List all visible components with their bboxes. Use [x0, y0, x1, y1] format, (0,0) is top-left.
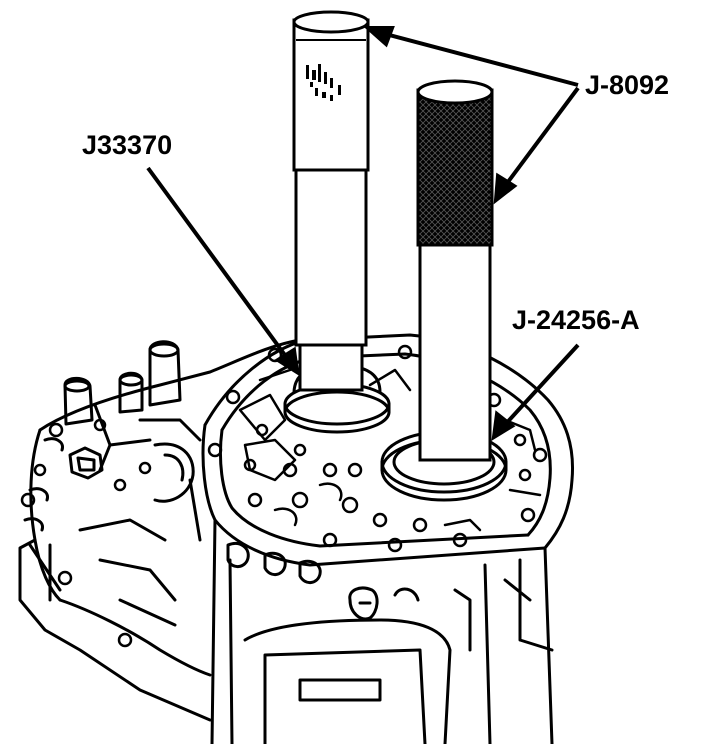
leader-j8092-left: [377, 30, 579, 87]
leader-j8092-right: [500, 86, 580, 192]
left-cover-details: [23, 340, 202, 627]
leader-j24256a: [500, 343, 580, 430]
j8092-handle-right: [416, 79, 494, 462]
arrowhead-j8092-left: [362, 26, 395, 48]
arrowhead-j8092-right: [493, 172, 518, 205]
leader-j33370: [146, 166, 292, 364]
label-j24256a: J-24256-A: [512, 305, 640, 335]
j8092-handle-left: [292, 10, 370, 392]
label-j33370: J33370: [82, 130, 173, 160]
leader-lines: [146, 26, 580, 441]
arrowhead-j24256a: [491, 410, 516, 441]
arrowhead-j33370: [274, 346, 300, 376]
label-j8092: J-8092: [585, 70, 670, 100]
